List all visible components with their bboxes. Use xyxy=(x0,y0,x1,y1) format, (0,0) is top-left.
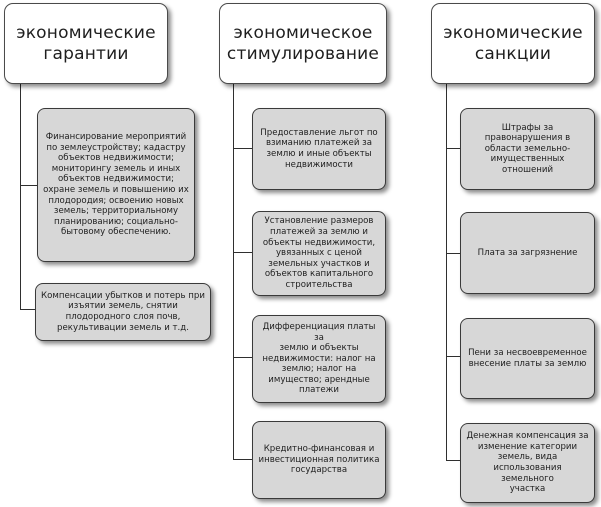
connector-branch-col1-item2 xyxy=(20,309,35,310)
header-economic-stimulation: экономическое стимулирование xyxy=(219,3,387,84)
item-sanctions-pollution-fee: Плата за загрязнение xyxy=(460,212,595,294)
connector-branch-col3-item1 xyxy=(446,148,460,149)
connector-branch-col2-item4 xyxy=(233,459,252,460)
item-stimulation-differentiation: Дифференциация платы за землю и объекты … xyxy=(252,315,386,403)
item-sanctions-monetary-compensation: Денежная компенсация за изменение катего… xyxy=(460,423,595,503)
item-stimulation-benefits: Предоставление льгот по взиманию платеже… xyxy=(252,108,386,190)
item-sanctions-penalties: Пени за несвоевременное внесение платы з… xyxy=(460,318,595,399)
item-guarantees-compensation: Компенсации убытков и потерь при изъятии… xyxy=(35,283,211,341)
connector-trunk-col3 xyxy=(446,84,447,460)
connector-branch-col3-item4 xyxy=(446,460,460,461)
connector-branch-col1-item1 xyxy=(20,185,37,186)
connector-branch-col2-item1 xyxy=(233,148,252,149)
header-economic-guarantees: экономические гарантии xyxy=(4,3,168,84)
item-stimulation-payment-size: Установление размеров платежей за землю … xyxy=(252,211,386,296)
connector-branch-col3-item3 xyxy=(446,356,460,357)
connector-trunk-col1 xyxy=(20,84,21,309)
connector-branch-col2-item3 xyxy=(233,357,252,358)
item-sanctions-fines: Штрафы за правонарушения в области земел… xyxy=(460,108,595,190)
connector-branch-col2-item2 xyxy=(233,252,252,253)
header-economic-sanctions: экономические санкции xyxy=(431,3,595,84)
item-guarantees-financing: Финансирование мероприятий по землеустро… xyxy=(37,108,195,262)
connector-trunk-col2 xyxy=(233,84,234,459)
item-stimulation-credit-policy: Кредитно-финансовая и инвестиционная пол… xyxy=(252,421,386,499)
connector-branch-col3-item2 xyxy=(446,253,460,254)
